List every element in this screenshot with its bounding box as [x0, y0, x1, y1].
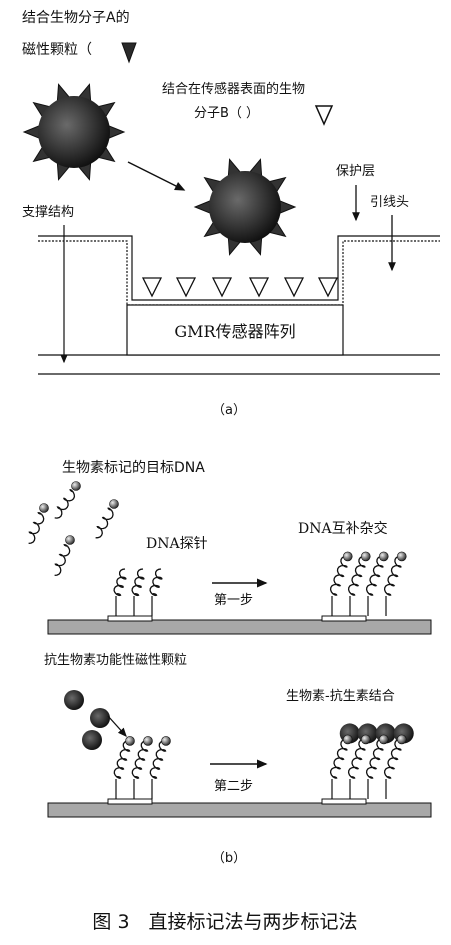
gmr-sensor-array [126, 304, 344, 356]
hybrid-helix [365, 738, 384, 779]
label-support: 支撑结构 [22, 205, 74, 220]
hybrid-helix [347, 555, 366, 596]
target-dna-strand [95, 507, 114, 539]
biotin-bead [143, 736, 153, 746]
electrode-pad [321, 798, 367, 805]
label-protect: 保护层 [336, 164, 375, 179]
molecule-b-triangle [141, 277, 163, 298]
target-dna-strand [28, 512, 45, 545]
biotin-bead [39, 503, 49, 513]
label-step1: 第一步 [214, 593, 253, 608]
avidin-particle [90, 708, 110, 728]
panel-a: 结合生物分子A的 磁性颗粒（ 结合在传感器表面的生物 分子B（ ） 保护层 支撑… [22, 10, 440, 418]
probe-array-1 [107, 568, 163, 622]
substrate-1 [47, 619, 432, 635]
hybrid-helix [329, 738, 348, 779]
label-avidin-particle: 抗生物素功能性磁性颗粒 [44, 653, 187, 668]
legend-filled-triangle-icon [121, 42, 137, 64]
biotin-bead [342, 551, 353, 562]
panel-b: 生物素标记的目标DNA DNA探针 DNA互补杂交 第一步 抗生物素功能性磁性颗… [28, 460, 432, 866]
biotin-bead [378, 551, 389, 562]
hybrid-helix [131, 739, 149, 779]
free-magnetic-particles [64, 690, 110, 750]
biotin-bead [71, 481, 81, 491]
figure-caption: 图 3 直接标记法与两步标记法 [92, 911, 357, 933]
hybrid-helix [329, 555, 348, 596]
label-mol-b-line2: 分子B（ ） [194, 106, 259, 121]
magnetic-particle-large-1 [22, 83, 126, 181]
molecule-b-triangle [317, 277, 339, 298]
probe-strand [149, 568, 163, 597]
biotin-bead [161, 736, 171, 746]
particle-core [209, 171, 281, 243]
label-mol-b-line1: 结合在传感器表面的生物 [162, 81, 305, 97]
biotin-bead [396, 551, 407, 562]
label-step2: 第二步 [214, 779, 253, 794]
caption-b: （b） [212, 851, 246, 866]
molecule-b-triangle [248, 277, 270, 298]
target-dna-strand [54, 489, 76, 519]
biotin-bead [109, 499, 119, 509]
label-lead: 引线头 [370, 195, 409, 210]
particle-core [38, 96, 110, 168]
magnetic-particle-large-2 [193, 158, 297, 256]
hybrid-helix [365, 555, 384, 596]
support-structure [38, 235, 440, 375]
biotin-bead [342, 734, 353, 745]
biotin-bead [65, 535, 75, 545]
caption-a: （a） [212, 403, 246, 418]
label-sensor: GMR传感器阵列 [174, 322, 295, 341]
hybrid-helix [149, 739, 167, 779]
biotin-bead [360, 734, 371, 745]
avidin-particle [82, 730, 102, 750]
molecule-b-triangle [211, 277, 233, 298]
label-mag-particle: 磁性颗粒（ [22, 42, 92, 58]
molecule-b-triangle [283, 277, 305, 298]
label-mol-a: 结合生物分子A的 [22, 10, 130, 26]
target-dna-strand [54, 544, 71, 577]
substrate-2 [47, 802, 432, 818]
surface-molecules-b [141, 277, 339, 298]
molecule-b-triangle [175, 277, 197, 298]
label-biotin-dna: 生物素标记的目标DNA [62, 460, 205, 476]
avidin-particle [64, 690, 84, 710]
hybrid-helix [347, 738, 366, 779]
label-binding: 生物素-抗生素结合 [286, 689, 395, 704]
biotin-bead [396, 734, 407, 745]
label-probe: DNA探针 [146, 536, 208, 552]
electrode-pad [107, 798, 153, 805]
particle-approach-arrow [107, 715, 127, 737]
approach-arrow [127, 161, 186, 191]
hybrid-helix [383, 555, 402, 596]
probe-array-2 [107, 736, 171, 805]
probe-strand [131, 568, 145, 597]
hybrid-array-1 [321, 551, 407, 622]
biotin-bead [360, 551, 371, 562]
label-hybrid: DNA互补杂交 [298, 520, 388, 537]
hybrid-helix [113, 739, 131, 779]
hybrid-helix [383, 738, 402, 779]
electrode-pad [321, 615, 367, 622]
legend-open-triangle-icon [314, 105, 334, 126]
free-target-dna [28, 481, 119, 577]
electrode-pad [107, 615, 153, 622]
biotin-bead [378, 734, 389, 745]
probe-strand [113, 568, 127, 597]
bound-array-2 [321, 723, 414, 805]
biotin-bead [125, 736, 135, 746]
